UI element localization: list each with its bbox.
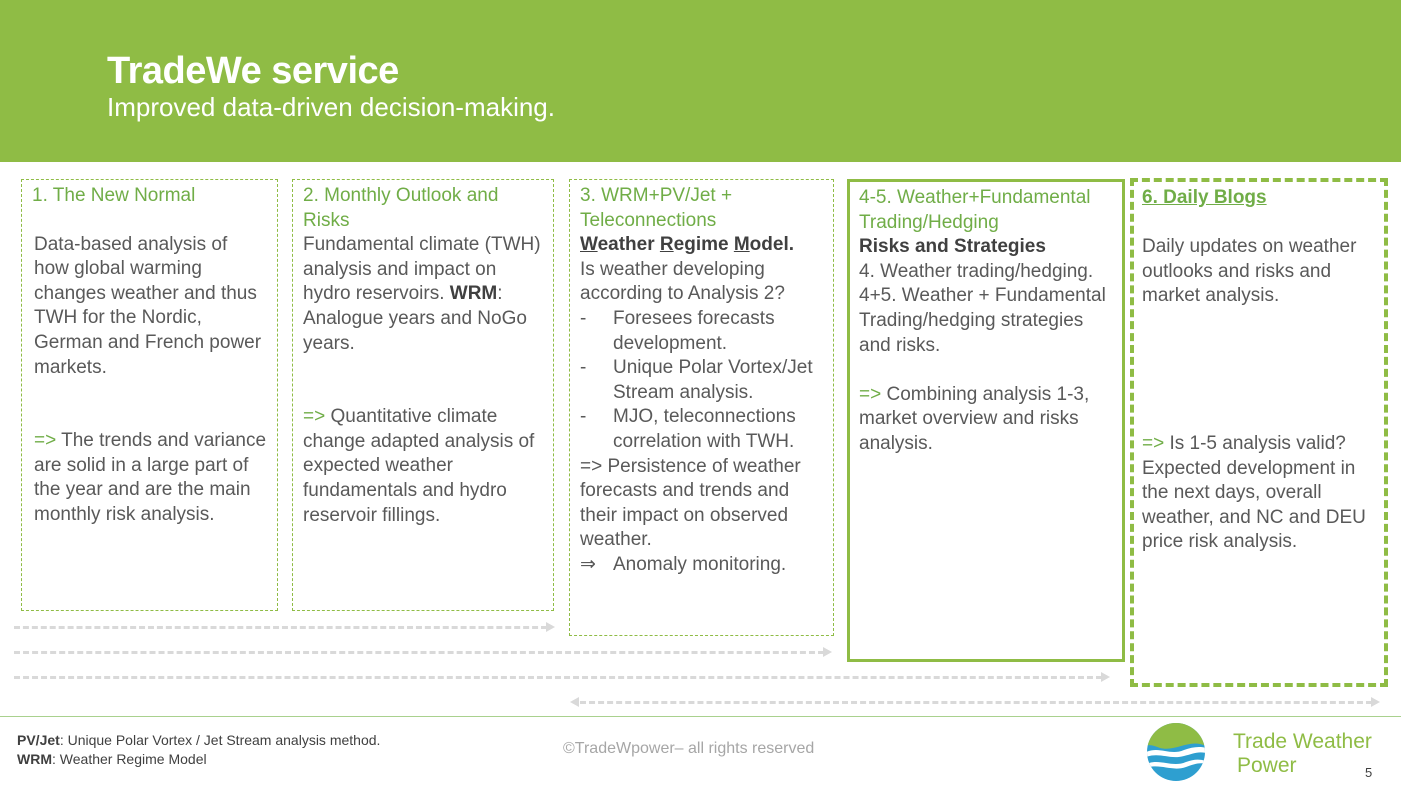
box-wrm-teleconnections: 3. WRM+PV/Jet + Teleconnections Weather … <box>569 179 834 636</box>
slide-title: TradeWe service <box>107 50 399 92</box>
list-item: -Foresees forecasts development. <box>580 307 775 354</box>
footnote-wrm: WRM: Weather Regime Model <box>17 751 207 767</box>
list-item: -MJO, teleconnections correlation with T… <box>580 406 796 452</box>
box-new-normal: 1. The New Normal Data-based analysis of… <box>21 179 278 611</box>
brand-name-line1: Trade Weather <box>1233 730 1372 753</box>
box-new-normal-conclusion: => The trends and variance are solid in … <box>34 430 267 525</box>
list-item: - Unique Polar Vortex/Jet Stream analysi… <box>580 357 813 403</box>
box-monthly-outlook-text: Fundamental climate (TWH) analysis and i… <box>303 234 541 354</box>
flow-arrow-3-head <box>1101 672 1110 682</box>
box-trading-conclusion: => Combining analysis 1-3, market overvi… <box>859 383 1090 454</box>
footer-divider <box>0 716 1401 717</box>
brand-name-line2: Power <box>1237 754 1297 777</box>
flow-arrow-2 <box>14 651 824 654</box>
wrm-question: Is weather developing according to Analy… <box>580 258 785 305</box>
box-wrm-heading: 3. WRM+PV/Jet + Teleconnections <box>580 185 733 231</box>
box-trading-line1: 4. Weather trading/hedging. <box>859 260 1094 282</box>
weather-regime-model-title: Weather Regime Model. <box>580 234 795 256</box>
flow-arrow-2-head <box>823 647 832 657</box>
arrow-marker: => <box>34 430 57 452</box>
footnote-pvjet: PV/Jet: Unique Polar Vortex / Jet Stream… <box>17 732 381 748</box>
flow-arrow-3 <box>14 676 1102 679</box>
copyright-text: ©TradeWpower– all rights reserved <box>563 740 815 757</box>
flow-arrow-1-head <box>546 622 555 632</box>
wrm-persistence: => Persistence of weather forecasts and … <box>580 455 801 551</box>
flow-arrow-1 <box>14 626 547 629</box>
arrow-marker: => <box>303 406 326 428</box>
box-new-normal-heading: 1. The New Normal <box>32 185 196 206</box>
box-trading-hedging: 4-5. Weather+Fundamental Trading/Hedging… <box>847 179 1125 662</box>
box-trading-line2: 4+5. Weather + Fundamental Trading/hedgi… <box>859 285 1106 356</box>
box-monthly-outlook-conclusion: => Quantitative climate change adapted a… <box>303 406 535 526</box>
header-banner: TradeWe service Improved data-driven dec… <box>0 0 1401 162</box>
box-daily-blogs-text: Daily updates on weather outlooks and ri… <box>1142 236 1357 307</box>
arrow-marker: => <box>1142 432 1165 454</box>
box-new-normal-text: Data-based analysis of how global warmin… <box>34 233 262 378</box>
trade-weather-power-logo-icon <box>1147 723 1205 781</box>
box-daily-blogs-heading[interactable]: 6. Daily Blogs <box>1142 187 1267 208</box>
box-monthly-outlook: 2. Monthly Outlook and Risks Fundamental… <box>292 179 554 611</box>
flow-arrow-4 <box>580 701 1372 704</box>
flow-arrow-4-head-left <box>570 697 579 707</box>
arrow-marker: => <box>859 383 882 405</box>
box-trading-subheading: Risks and Strategies <box>859 236 1046 258</box>
list-item-anomaly: ⇒Anomaly monitoring. <box>580 553 787 575</box>
box-daily-blogs-conclusion: => Is 1-5 analysis valid? Expected devel… <box>1142 432 1366 553</box>
flow-arrow-4-head-right <box>1371 697 1380 707</box>
box-daily-blogs: 6. Daily Blogs Daily updates on weather … <box>1130 178 1388 687</box>
page-number: 5 <box>1365 765 1373 780</box>
box-trading-heading: 4-5. Weather+Fundamental Trading/Hedging <box>859 187 1091 233</box>
box-monthly-outlook-heading: 2. Monthly Outlook and Risks <box>303 185 499 231</box>
slide-subtitle: Improved data-driven decision-making. <box>107 92 555 122</box>
